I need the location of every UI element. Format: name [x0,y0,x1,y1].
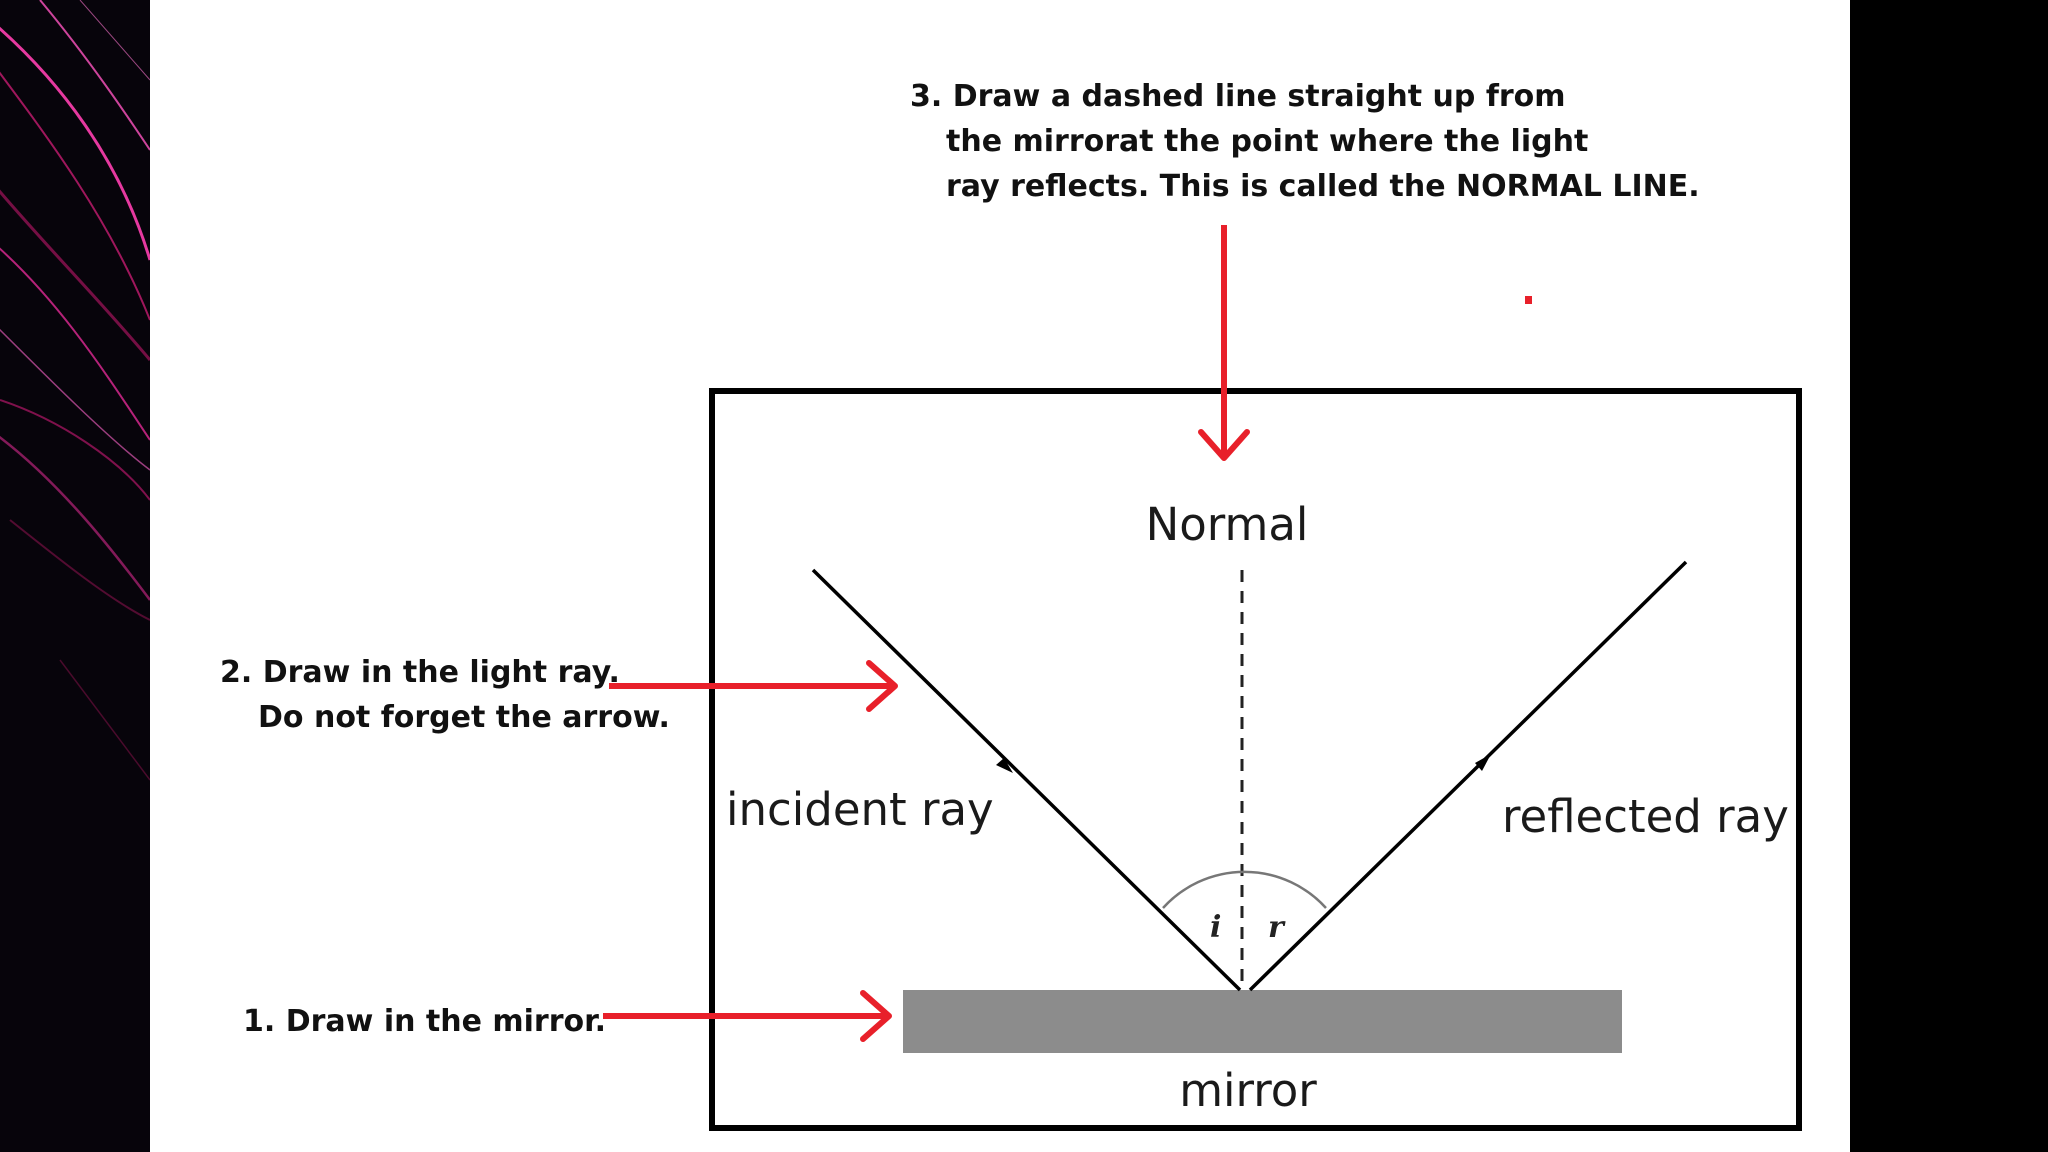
magenta-light-streaks [0,0,150,1152]
angle-of-reflection-label: r [1268,910,1286,945]
mirror-label: mirror [1179,1064,1317,1117]
slide-canvas [150,0,1850,1152]
angle-arc [1162,870,1327,909]
reflected-ray-label: reflected ray [1502,790,1789,843]
step3-text-line-2: the mirrorat the point where the light [946,124,1588,159]
decorative-background-panel [0,0,150,1152]
incident-ray-arrowhead [996,758,1013,773]
incident-ray-label: incident ray [726,783,994,836]
step2-pointer-arrow [609,660,898,712]
reflected-ray-line [1248,560,1688,992]
diagram-frame [709,388,1802,1131]
reflected-ray-arrowhead [1475,754,1491,771]
red-dot-mark [1525,296,1532,304]
step1-pointer-arrow [603,990,892,1042]
mirror-bar [903,990,1622,1053]
incident-ray-line [811,568,1242,992]
step2-text-line-2: Do not forget the arrow. [258,700,670,735]
step1-text-line-1: 1. Draw in the mirror. [243,1004,606,1039]
step3-pointer-arrow [1198,225,1250,461]
normal-label: Normal [1146,498,1309,551]
step2-text-line-1: 2. Draw in the light ray. [220,655,620,690]
right-black-margin [1850,0,2048,1152]
step3-text-line-1: 3. Draw a dashed line straight up from [910,79,1566,114]
angle-of-incidence-label: i [1210,910,1221,945]
step3-text-line-3: ray reflects. This is called the NORMAL … [946,169,1700,204]
